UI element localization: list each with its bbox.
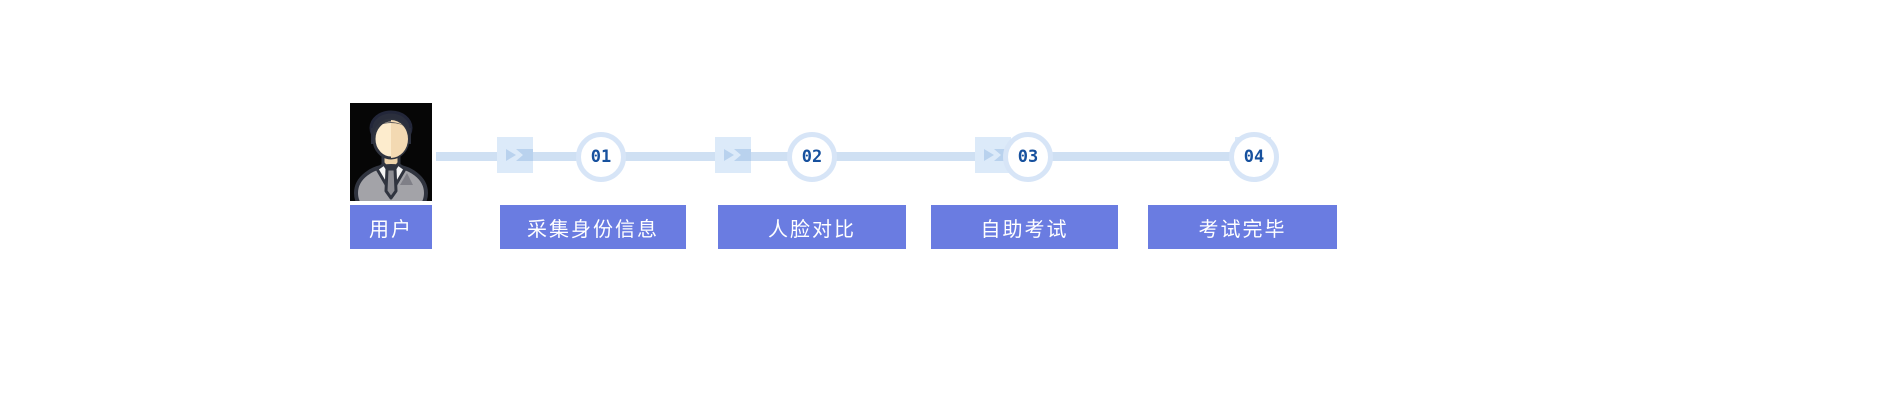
arrow-right-icon [715,137,751,173]
step-number: 04 [1243,147,1265,167]
step-label-user: 用户 [350,205,432,249]
step-node-2: 02 [787,132,837,182]
arrow-right-icon [497,137,533,173]
step-label-face-compare: 人脸对比 [718,205,906,249]
step-number: 02 [801,147,823,167]
step-node-1: 01 [576,132,626,182]
step-number: 01 [590,147,612,167]
step-label-collect-identity: 采集身份信息 [500,205,686,249]
flow-connector-line [436,152,1256,161]
step-label-exam-finished: 考试完毕 [1148,205,1337,249]
step-node-3: 03 [1003,132,1053,182]
step-label-self-exam: 自助考试 [931,205,1118,249]
user-avatar-icon [350,103,432,201]
step-node-4: 04 [1229,132,1279,182]
step-number: 03 [1017,147,1039,167]
